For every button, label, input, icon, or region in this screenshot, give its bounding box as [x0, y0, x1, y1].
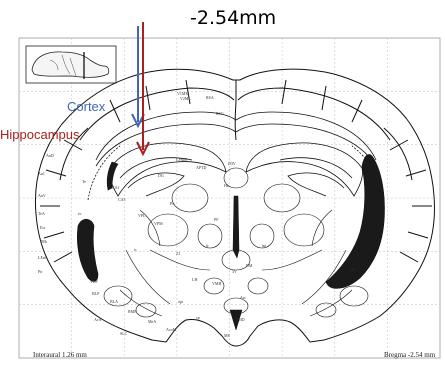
region-label-auv: AuV	[38, 194, 46, 198]
region-label-te: Te	[82, 180, 86, 184]
region-label-me: ME	[224, 334, 230, 338]
region-label-rsg: RSG	[216, 112, 224, 116]
region-label-hb: Hb	[224, 184, 229, 188]
region-label-vpl: VPL	[138, 214, 146, 218]
region-label-cp: cp	[196, 316, 200, 320]
region-label-ic: ic	[134, 248, 137, 252]
region-label-3v: 3V	[232, 270, 237, 274]
region-label-mea: MeA	[148, 320, 156, 324]
region-label-fr: fr	[206, 244, 209, 248]
region-label-au1: Au1	[38, 172, 45, 176]
region-label-mt: mt	[262, 244, 266, 248]
region-label-dm: DM	[246, 264, 252, 268]
region-label-dg: DG	[158, 174, 164, 178]
cortex-label: Cortex	[67, 100, 105, 113]
region-label-lv: LV	[350, 268, 355, 272]
white-matter	[88, 112, 384, 200]
sagittal-brain-inset-icon	[26, 46, 116, 83]
region-label-slc: SLC	[120, 332, 127, 336]
region-label-prh: PRh	[40, 240, 47, 244]
region-label-po: Po	[170, 202, 174, 206]
interaural-label: Interaural 1.26 mm	[33, 352, 87, 359]
region-label-aud: AuD	[46, 154, 54, 158]
region-label-d3v: D3V	[228, 162, 236, 166]
region-label-lent: LEnt	[38, 256, 46, 260]
region-label-rsa: RSA	[206, 96, 214, 100]
region-label-tea: TeA	[38, 212, 45, 216]
region-label-ca3: CA3	[118, 198, 126, 202]
region-label-v2ml: V2ML	[180, 97, 191, 101]
bregma-label: Bregma -2.54 mm	[384, 352, 435, 359]
region-label-vlp: VLP	[90, 280, 98, 284]
region-label-pf: PF	[214, 218, 218, 222]
region-label-v1mm: V1MM	[177, 92, 189, 96]
region-label-lh: LH	[192, 278, 197, 282]
section-depth-title: -2.54mm	[190, 9, 276, 28]
region-label-vmh: VMH	[212, 282, 221, 286]
region-label-aptd: APTD	[196, 166, 206, 170]
region-label-pir: Pir	[38, 270, 43, 274]
region-label-zi: ZI	[176, 252, 180, 256]
region-label-acom: AcoM	[166, 328, 176, 332]
region-label-arc: Arc	[240, 296, 246, 300]
region-label-ec: ec	[78, 212, 82, 216]
region-label-blp: BLP	[92, 292, 99, 296]
region-label-aca: AcA	[94, 318, 102, 322]
hippocampus-label: Hippocampus	[0, 128, 80, 141]
region-label-vpm: VPM	[154, 222, 163, 226]
region-label-pmd: PMD	[236, 318, 245, 322]
region-label-lpmr: LPMR	[176, 158, 187, 162]
region-label-ect: Ect	[40, 226, 45, 230]
region-label-opt: opt	[178, 300, 183, 304]
region-label-ca1: CA1	[112, 186, 120, 190]
region-label-bmp: BMP	[128, 310, 136, 314]
region-label-bla: BLA	[110, 300, 118, 304]
third-ventricle	[230, 196, 242, 330]
